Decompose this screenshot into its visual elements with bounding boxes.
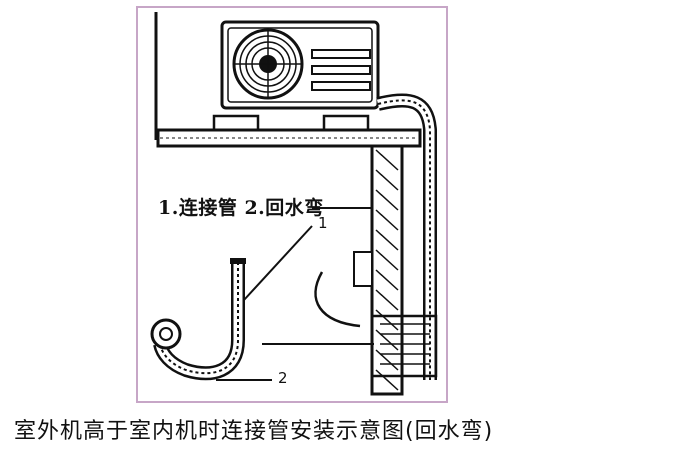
drain-curve [314, 271, 361, 328]
return-bend [153, 258, 246, 381]
drain-outlet-icon [150, 318, 182, 350]
outdoor-unit [212, 20, 380, 134]
parts-legend: 1.连接管 2.回水弯 [158, 197, 324, 219]
callout-number-2: 2 [278, 369, 288, 387]
wall-column [370, 144, 438, 396]
callout-number-1: 1 [318, 214, 328, 232]
figure-caption: 室外机高于室内机时连接管安装示意图(回水弯) [14, 419, 494, 444]
connecting-pipe [376, 93, 437, 380]
callout-line-1 [243, 225, 313, 301]
fan-icon [232, 28, 304, 100]
indoor-unit [353, 251, 373, 287]
